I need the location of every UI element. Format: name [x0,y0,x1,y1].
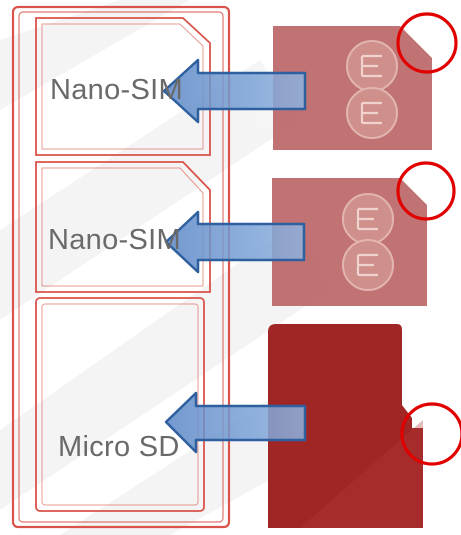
slot-label-nano-sim-1: Nano-SIM [50,74,183,106]
tray-slot-micro-sd [35,297,205,512]
arrow-icon-slot-3 [164,391,307,454]
nano-sim-card-2 [272,178,427,306]
arrow-icon-slot-2 [164,210,306,274]
arrow-icon-slot-1 [162,58,307,124]
slot-label-nano-sim-2: Nano-SIM [48,224,181,256]
nano-sim-card-1 [273,26,432,150]
notch-highlight-circle-2 [396,161,456,221]
sim-tray [11,5,231,529]
micro-sd-card [268,324,423,528]
highlight-circles [396,12,461,466]
notch-highlight-circle-1 [396,12,458,74]
slot-label-micro-sd: Micro SD [58,431,180,463]
notch-highlight-circle-3 [400,402,461,466]
